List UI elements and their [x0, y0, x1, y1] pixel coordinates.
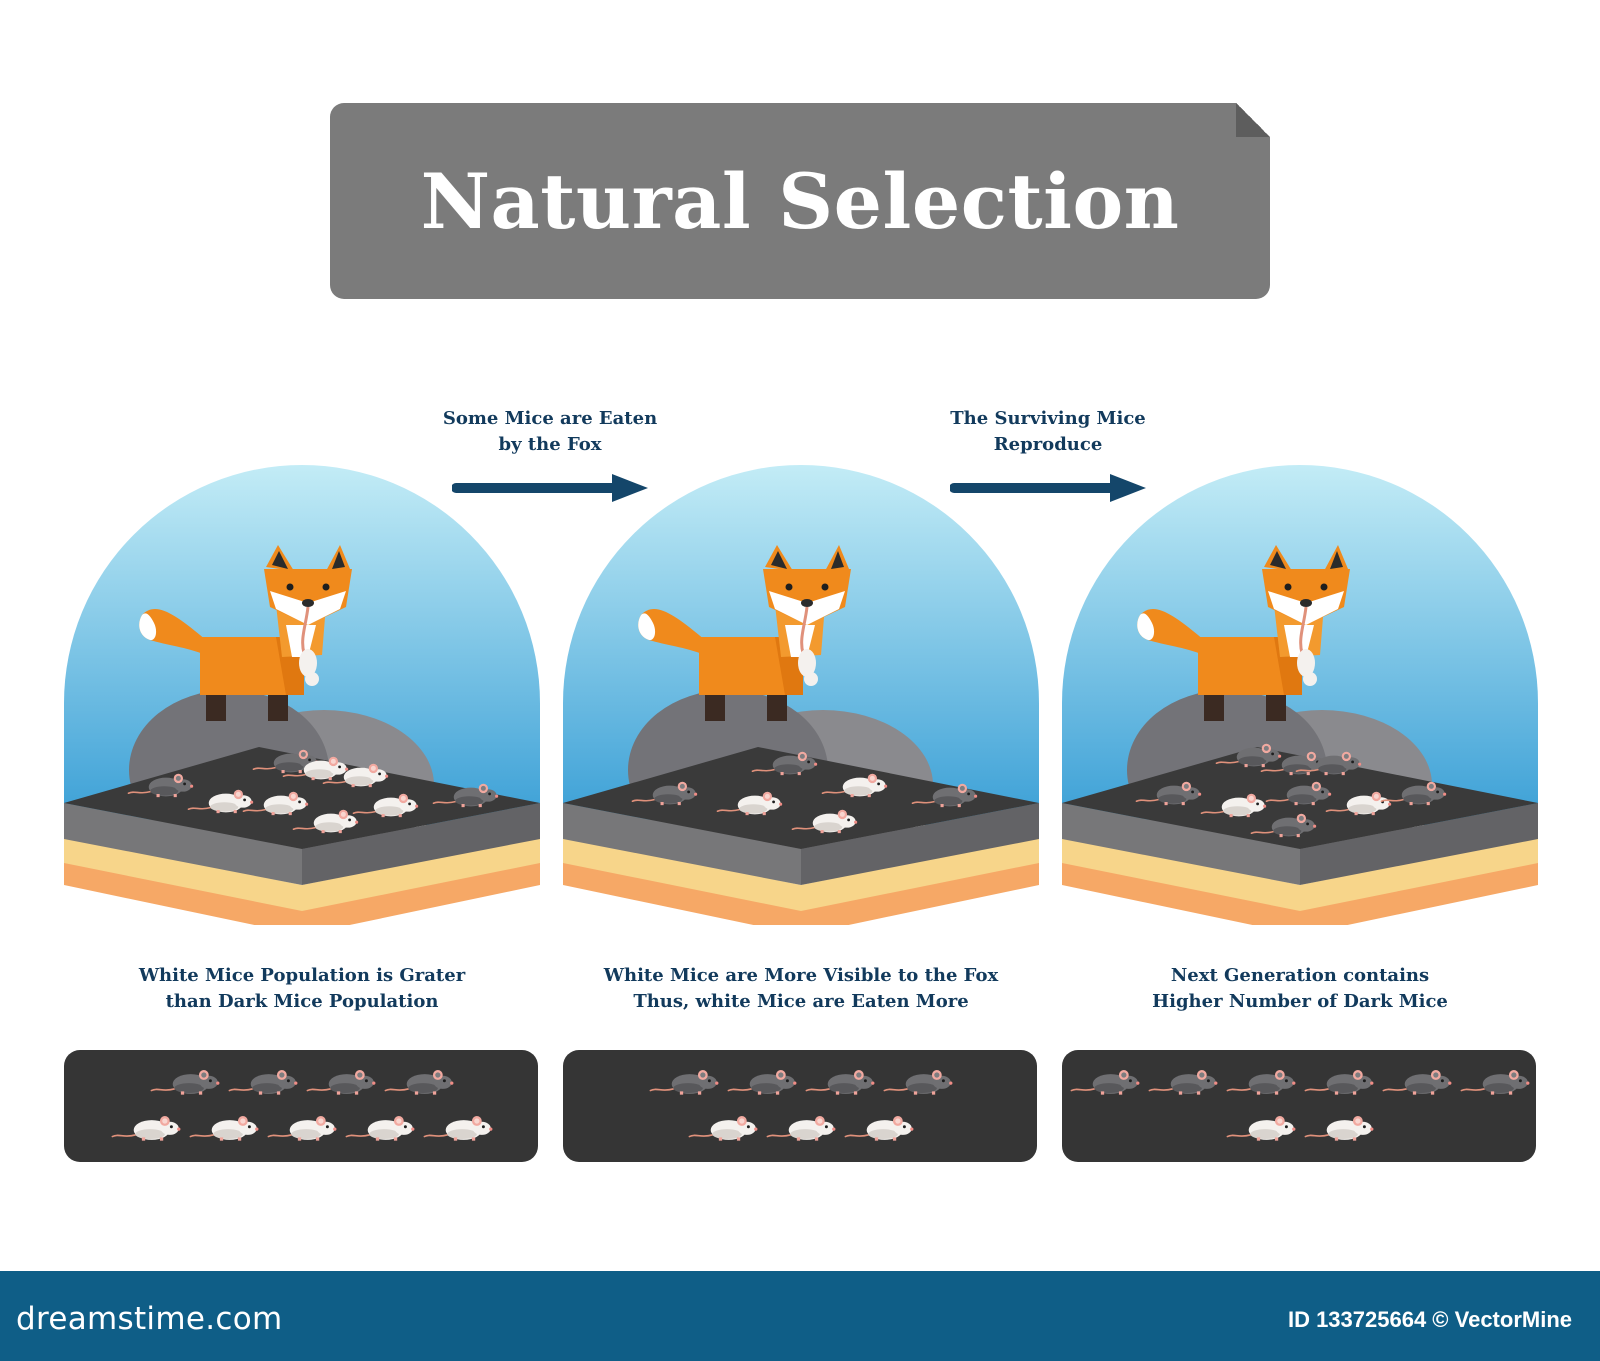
ground-top [563, 747, 1039, 849]
population-tray-1 [64, 1050, 538, 1162]
step-label-1: Some Mice are Eaten by the Fox [420, 406, 680, 458]
scene-panel-3 [1062, 465, 1538, 925]
step-label-line: Some Mice are Eaten [442, 408, 658, 429]
white-mouse-icon [322, 763, 389, 788]
dark-mouse-icon [1460, 1070, 1530, 1095]
white-mouse-icon [345, 1116, 415, 1141]
dark-mouse-icon [805, 1070, 875, 1095]
dark-mouse-icon [1250, 813, 1317, 838]
caption-line: Next Generation contains [1170, 965, 1430, 986]
step-label-line: Reproduce [993, 434, 1103, 455]
dark-mouse-icon [1215, 743, 1282, 768]
dark-mouse-icon [1135, 781, 1202, 806]
dark-mouse-icon [751, 751, 818, 776]
step-label-line: by the Fox [498, 434, 602, 455]
white-mouse-icon [716, 791, 783, 816]
white-mouse-icon [242, 791, 309, 816]
title-banner: Natural Selection [330, 103, 1270, 299]
white-mouse-icon [1304, 1116, 1374, 1141]
white-mouse-icon [292, 809, 359, 834]
dark-mouse-icon [127, 773, 194, 798]
white-mouse-icon [821, 773, 888, 798]
dark-mouse-icon [432, 783, 499, 808]
watermark-footer: dreamstime.com ID 133725664 © VectorMine [0, 1271, 1600, 1361]
white-mouse-icon [267, 1116, 337, 1141]
population-mice [1070, 1070, 1530, 1141]
caption-line: Thus, white Mice are Eaten More [633, 991, 969, 1012]
sand-layer [563, 837, 1039, 911]
page-fold-corner [1236, 103, 1270, 137]
right-arrow-icon [950, 474, 1146, 502]
population-tray-2 [563, 1050, 1037, 1162]
dark-mouse-icon [649, 1070, 719, 1095]
dark-mouse-icon [150, 1070, 220, 1095]
caption-line: Higher Number of Dark Mice [1152, 991, 1448, 1012]
soil-layer [64, 855, 540, 925]
dark-mouse-icon [228, 1070, 298, 1095]
white-mouse-icon [111, 1116, 181, 1141]
dark-mouse-icon [631, 781, 698, 806]
scene-illustration [563, 465, 1039, 925]
white-mouse-icon [352, 793, 419, 818]
caption-panel-3: Next Generation contains Higher Number o… [1062, 963, 1538, 1015]
dark-mouse-icon [1380, 781, 1447, 806]
watermark-brand: dreamstime.com [16, 1301, 283, 1337]
population-mice [111, 1070, 493, 1141]
dark-mouse-icon [1382, 1070, 1452, 1095]
soil-layer [563, 855, 1039, 925]
caption-line: White Mice Population is Grater [138, 965, 466, 986]
population-tray-3 [1062, 1050, 1536, 1162]
dark-mouse-icon [306, 1070, 376, 1095]
white-mouse-icon [791, 809, 858, 834]
dark-mouse-icon [727, 1070, 797, 1095]
right-arrow-icon [452, 474, 648, 502]
scene-illustration [64, 465, 540, 925]
fox-icon [139, 545, 352, 721]
caption-line: White Mice are More Visible to the Fox [603, 965, 999, 986]
dark-mouse-icon [1070, 1070, 1140, 1095]
dark-mouse-icon [911, 783, 978, 808]
diagram-title: Natural Selection [420, 156, 1180, 246]
dark-mouse-icon [1148, 1070, 1218, 1095]
caption-panel-1: White Mice Population is Grater than Dar… [64, 963, 540, 1015]
white-mouse-icon [282, 756, 349, 781]
white-mouse-icon [688, 1116, 758, 1141]
dark-mouse-icon [883, 1070, 953, 1095]
dark-mouse-icon [1304, 1070, 1374, 1095]
population-mice [649, 1070, 953, 1141]
fox-icon [638, 545, 851, 721]
stock-id: ID 133725664 © VectorMine [1287, 1307, 1572, 1332]
white-mouse-icon [423, 1116, 493, 1141]
sand-layer [1062, 837, 1538, 911]
white-mouse-icon [844, 1116, 914, 1141]
dark-mouse-icon [1265, 781, 1332, 806]
caption-line: than Dark Mice Population [165, 991, 439, 1012]
white-mouse-icon [1200, 793, 1267, 818]
dark-mouse-icon [1226, 1070, 1296, 1095]
caption-panel-2: White Mice are More Visible to the Fox T… [563, 963, 1039, 1015]
step-label-line: The Surviving Mice [950, 408, 1146, 429]
soil-layer [1062, 855, 1538, 925]
dark-mouse-icon [384, 1070, 454, 1095]
sand-layer [64, 837, 540, 911]
scene-panel-1 [64, 465, 540, 925]
white-mouse-icon [187, 789, 254, 814]
white-mouse-icon [189, 1116, 259, 1141]
fox-icon [1137, 545, 1350, 721]
scene-panel-2 [563, 465, 1039, 925]
step-label-2: The Surviving Mice Reproduce [918, 406, 1178, 458]
dark-mouse-icon [1295, 751, 1362, 776]
white-mouse-icon [766, 1116, 836, 1141]
scene-illustration [1062, 465, 1538, 925]
white-mouse-icon [1226, 1116, 1296, 1141]
